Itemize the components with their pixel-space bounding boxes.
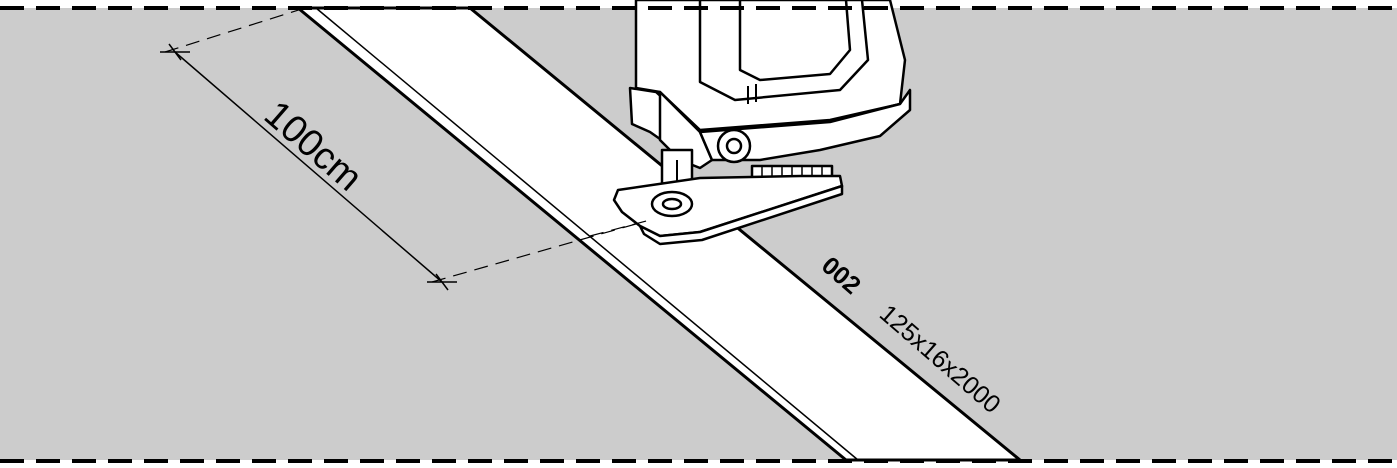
dimension-ticks [160,43,457,291]
jigsaw-icon [612,0,912,246]
extension-line-bottom [431,219,651,283]
extension-line-top [164,7,306,53]
cut-line [589,219,651,237]
dimension-line [174,51,443,283]
board-edge-line [315,7,859,461]
